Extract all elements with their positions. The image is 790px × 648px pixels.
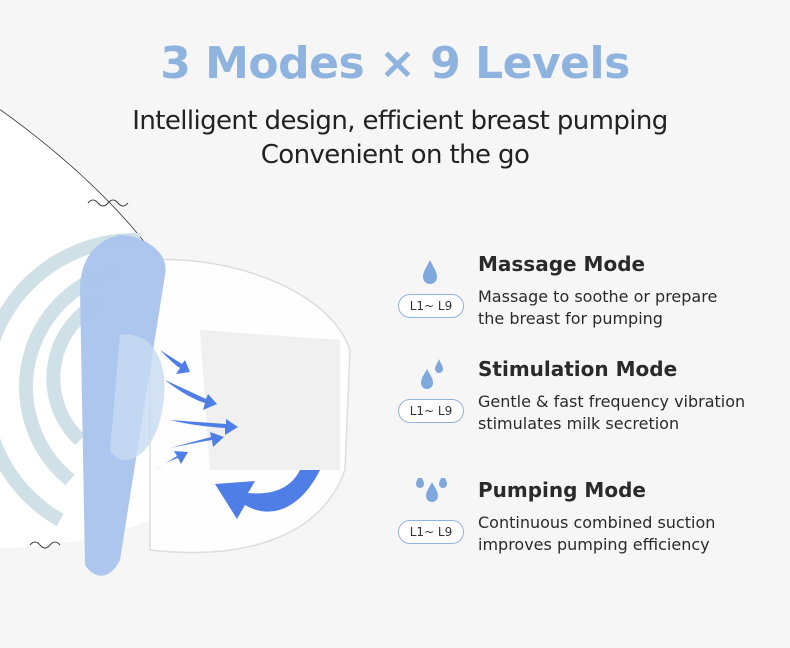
flow-arrows-icon xyxy=(155,350,238,470)
mode-title: Pumping Mode xyxy=(478,478,646,502)
mode-pumping: L1~ L9 Pumping Mode Continuous combined … xyxy=(398,478,790,598)
level-badge: L1~ L9 xyxy=(398,520,464,544)
drop-icon xyxy=(398,252,466,292)
page-title: 3 Modes × 9 Levels xyxy=(160,38,630,89)
return-arrow-icon xyxy=(215,470,320,519)
wave-lines xyxy=(29,199,129,549)
mode-desc-line-1: Gentle & fast frequency vibration xyxy=(478,392,746,411)
two-drops-icon xyxy=(398,357,466,397)
three-drops-icon xyxy=(398,478,466,518)
mode-description: Massage to soothe or prepare the breast … xyxy=(478,286,717,330)
breast-pump-illustration xyxy=(0,109,351,576)
mode-description: Gentle & fast frequency vibration stimul… xyxy=(478,391,745,435)
mode-title: Massage Mode xyxy=(478,252,646,276)
mode-desc-line-2: improves pumping efficiency xyxy=(478,535,710,554)
mode-desc-line-2: the breast for pumping xyxy=(478,309,663,328)
mode-description: Continuous combined suction improves pum… xyxy=(478,512,715,556)
mode-stimulation: L1~ L9 Stimulation Mode Gentle & fast fr… xyxy=(398,357,790,477)
mode-title: Stimulation Mode xyxy=(478,357,678,381)
level-badge: L1~ L9 xyxy=(398,399,464,423)
subtitle-line-1: Intelligent design, efficient breast pum… xyxy=(132,106,668,136)
mode-desc-line-1: Continuous combined suction xyxy=(478,513,716,532)
mode-massage: L1~ L9 Massage Mode Massage to soothe or… xyxy=(398,252,790,372)
mode-desc-line-1: Massage to soothe or prepare xyxy=(478,287,718,306)
subtitle-line-2: Convenient on the go xyxy=(260,140,530,170)
mode-desc-line-2: stimulates milk secretion xyxy=(478,414,680,433)
level-badge: L1~ L9 xyxy=(398,294,464,318)
